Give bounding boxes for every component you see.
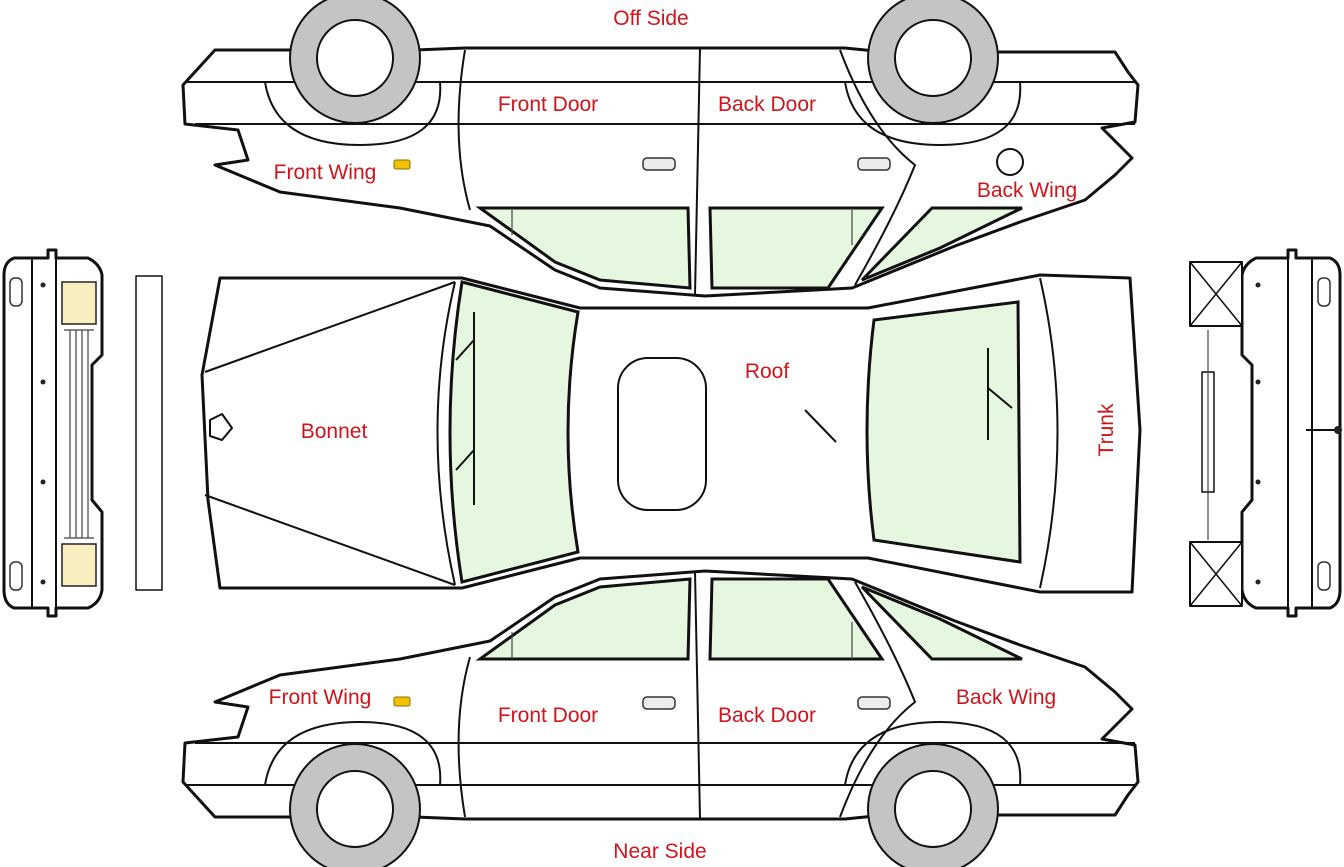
off-fuel-cap-icon	[997, 149, 1023, 175]
label-near-back-door[interactable]: Back Door	[718, 704, 816, 727]
label-near-back-wing[interactable]: Back Wing	[956, 686, 1056, 709]
label-near-front-wing[interactable]: Front Wing	[269, 686, 372, 709]
label-roof[interactable]: Roof	[745, 360, 790, 383]
off-front-rim	[317, 20, 393, 96]
front-left-light	[62, 282, 96, 324]
label-near-front-door[interactable]: Front Door	[498, 704, 598, 727]
front-view	[4, 250, 162, 616]
windshield	[450, 282, 578, 582]
label-bonnet[interactable]: Bonnet	[301, 420, 368, 443]
off-indicator-icon	[394, 160, 410, 169]
label-near-side[interactable]: Near Side	[613, 840, 706, 863]
label-off-back-wing[interactable]: Back Wing	[977, 179, 1077, 202]
label-trunk[interactable]: Trunk	[1095, 403, 1118, 456]
near-indicator-icon	[394, 697, 410, 706]
sunroof	[618, 358, 706, 510]
near-back-door-handle-icon	[858, 697, 890, 709]
near-front-door-handle-icon	[643, 697, 675, 709]
near-side-view	[183, 571, 1138, 867]
off-front-door-handle-icon	[643, 158, 675, 170]
label-off-back-door[interactable]: Back Door	[718, 93, 816, 116]
front-mirror-left	[10, 278, 22, 306]
near-rear-rim	[895, 771, 971, 847]
rear-view	[1190, 250, 1342, 616]
front-plate	[136, 276, 162, 590]
off-side-view	[183, 0, 1138, 296]
front-mirror-right	[10, 562, 22, 590]
front-right-light	[62, 544, 96, 586]
label-off-side[interactable]: Off Side	[613, 7, 689, 30]
label-off-front-wing[interactable]: Front Wing	[274, 161, 377, 184]
rear-mirror-left	[1318, 278, 1330, 306]
rear-window	[867, 302, 1020, 562]
off-back-door-handle-icon	[858, 158, 890, 170]
off-rear-rim	[895, 20, 971, 96]
label-off-front-door[interactable]: Front Door	[498, 93, 598, 116]
near-front-rim	[317, 771, 393, 847]
rear-mirror-right	[1318, 562, 1330, 590]
tow-hook-icon	[1334, 426, 1342, 434]
